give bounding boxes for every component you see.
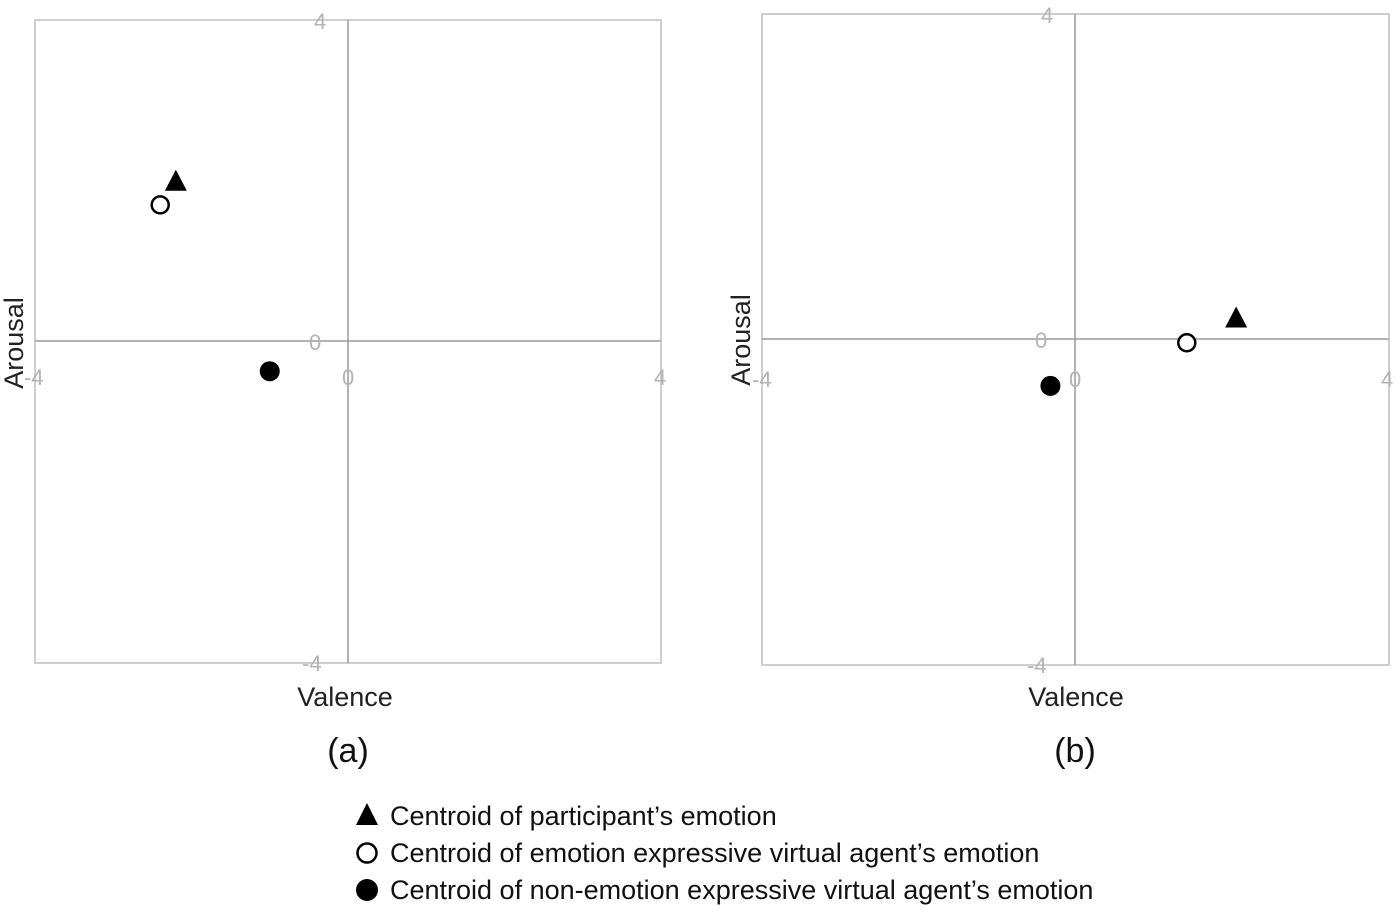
tick-label-x-min: -4 bbox=[752, 367, 772, 392]
tick-label-y-zero: 0 bbox=[309, 330, 321, 355]
panel-label: (b) bbox=[1054, 732, 1096, 770]
panel-a: 4 0 -4 -4 0 4 Valence Arousal (a) bbox=[0, 9, 666, 770]
tick-label-y-min: -4 bbox=[302, 651, 322, 676]
data-point-expressive-agent bbox=[150, 195, 170, 215]
filled-triangle-icon bbox=[356, 803, 378, 825]
data-marks bbox=[1040, 306, 1248, 396]
data-marks bbox=[150, 169, 280, 382]
tick-label-x-max: 4 bbox=[1381, 367, 1393, 392]
panel-b: 4 0 -4 -4 0 4 Valence Arousal (b) bbox=[726, 3, 1393, 770]
data-point-participant bbox=[1225, 306, 1248, 328]
y-axis-label: Arousal bbox=[0, 297, 29, 389]
tick-label-y-max: 4 bbox=[314, 9, 326, 34]
x-axis-label: Valence bbox=[1028, 682, 1124, 712]
filled-circle-icon bbox=[356, 879, 378, 901]
data-point-expressive-agent bbox=[1177, 333, 1197, 353]
tick-label-x-max: 4 bbox=[654, 365, 666, 390]
tick-label-x-min: -4 bbox=[24, 365, 44, 390]
legend-label: Centroid of participant’s emotion bbox=[390, 801, 777, 831]
legend-label: Centroid of emotion expressive virtual a… bbox=[390, 838, 1039, 868]
data-point-participant bbox=[164, 169, 187, 191]
tick-label-y-zero: 0 bbox=[1035, 328, 1047, 353]
data-point-non-expressive-agent bbox=[259, 361, 280, 382]
y-axis-label: Arousal bbox=[726, 294, 756, 386]
panel-label: (a) bbox=[327, 732, 369, 770]
legend-item-expressive-agent: Centroid of emotion expressive virtual a… bbox=[356, 838, 1039, 868]
legend-item-participant: Centroid of participant’s emotion bbox=[356, 801, 777, 831]
open-circle-icon bbox=[356, 842, 378, 864]
legend-item-non-expressive-agent: Centroid of non-emotion expressive virtu… bbox=[356, 875, 1093, 905]
legend-label: Centroid of non-emotion expressive virtu… bbox=[390, 875, 1093, 905]
tick-label-y-max: 4 bbox=[1041, 3, 1053, 28]
data-point-non-expressive-agent bbox=[1040, 375, 1061, 396]
tick-label-y-min: -4 bbox=[1027, 653, 1047, 678]
legend: Centroid of participant’s emotion Centro… bbox=[356, 801, 1093, 905]
tick-label-x-zero: 0 bbox=[342, 365, 354, 390]
x-axis-label: Valence bbox=[297, 682, 393, 712]
tick-label-x-zero: 0 bbox=[1069, 367, 1081, 392]
